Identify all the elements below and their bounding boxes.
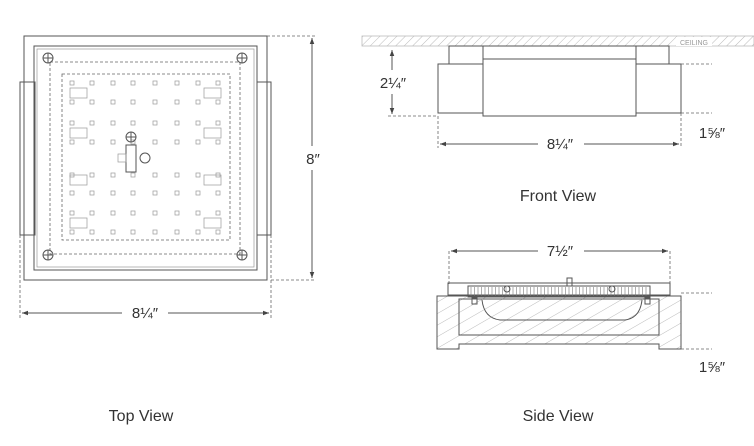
led	[130, 210, 136, 216]
led-grid	[69, 80, 222, 235]
component-pad	[69, 87, 88, 99]
led	[152, 229, 158, 235]
led	[152, 210, 158, 216]
component-pad	[69, 174, 88, 186]
led	[215, 99, 221, 105]
led	[174, 172, 180, 178]
led	[89, 229, 95, 235]
led	[69, 229, 75, 235]
canopy-dimension: 1⅝″	[699, 125, 726, 142]
front-height-dimension: 2¼″	[380, 75, 407, 92]
led	[110, 99, 116, 105]
led	[89, 99, 95, 105]
component-pad	[203, 174, 222, 186]
led	[110, 229, 116, 235]
led	[152, 172, 158, 178]
led	[215, 120, 221, 126]
led	[110, 190, 116, 196]
plate	[33, 45, 258, 271]
led	[69, 210, 75, 216]
front-width-dimension: 8¼″	[547, 136, 574, 153]
led	[152, 80, 158, 86]
led	[89, 172, 95, 178]
top-view: 8″ 8¼″ Top View	[19, 35, 328, 425]
led	[69, 139, 75, 145]
led	[130, 229, 136, 235]
led	[195, 120, 201, 126]
side-view: 7½″ 1⅝″ Side View	[436, 240, 726, 425]
led	[89, 120, 95, 126]
led	[69, 190, 75, 196]
led	[152, 190, 158, 196]
led	[174, 210, 180, 216]
led	[110, 120, 116, 126]
led	[130, 99, 136, 105]
component-pad	[69, 217, 88, 229]
led	[174, 139, 180, 145]
led	[69, 120, 75, 126]
led	[195, 210, 201, 216]
component-pad	[203, 87, 222, 99]
led	[152, 99, 158, 105]
led	[110, 139, 116, 145]
side-tab-right	[256, 81, 272, 236]
led	[195, 80, 201, 86]
depth-dimension: 8″	[306, 151, 320, 168]
front-view: CEILING 2¼″ 1⅝″ 8¼″ Front View	[361, 35, 754, 205]
led	[195, 190, 201, 196]
led	[110, 172, 116, 178]
led	[130, 190, 136, 196]
side-height-dimension: 1⅝″	[699, 359, 726, 376]
screw-icon	[42, 52, 248, 261]
led	[174, 120, 180, 126]
center-hole	[139, 152, 151, 164]
led	[89, 190, 95, 196]
side-tab-left	[19, 81, 36, 236]
led	[130, 80, 136, 86]
component-pad	[69, 127, 88, 139]
led	[174, 80, 180, 86]
led	[195, 229, 201, 235]
led	[174, 229, 180, 235]
led	[195, 172, 201, 178]
ceiling-label: CEILING	[680, 40, 708, 47]
led	[195, 139, 201, 145]
led	[152, 120, 158, 126]
led	[195, 99, 201, 105]
led	[89, 139, 95, 145]
led	[130, 172, 136, 178]
led	[89, 210, 95, 216]
driver-bracket	[125, 144, 137, 173]
outer-frame	[23, 35, 268, 281]
led	[215, 139, 221, 145]
inner-width-dimension: 7½″	[547, 243, 574, 260]
led	[174, 99, 180, 105]
led	[215, 210, 221, 216]
led	[69, 80, 75, 86]
led	[69, 99, 75, 105]
led	[89, 80, 95, 86]
led	[110, 80, 116, 86]
side-view-caption: Side View	[523, 408, 594, 425]
led	[110, 210, 116, 216]
component-pad	[203, 217, 222, 229]
top-view-caption: Top View	[109, 408, 174, 425]
front-view-caption: Front View	[520, 188, 597, 205]
led	[152, 139, 158, 145]
component-pad	[203, 127, 222, 139]
led	[174, 190, 180, 196]
led	[215, 229, 221, 235]
width-dimension: 8¼″	[132, 305, 159, 322]
led	[215, 190, 221, 196]
led	[130, 120, 136, 126]
led	[215, 80, 221, 86]
